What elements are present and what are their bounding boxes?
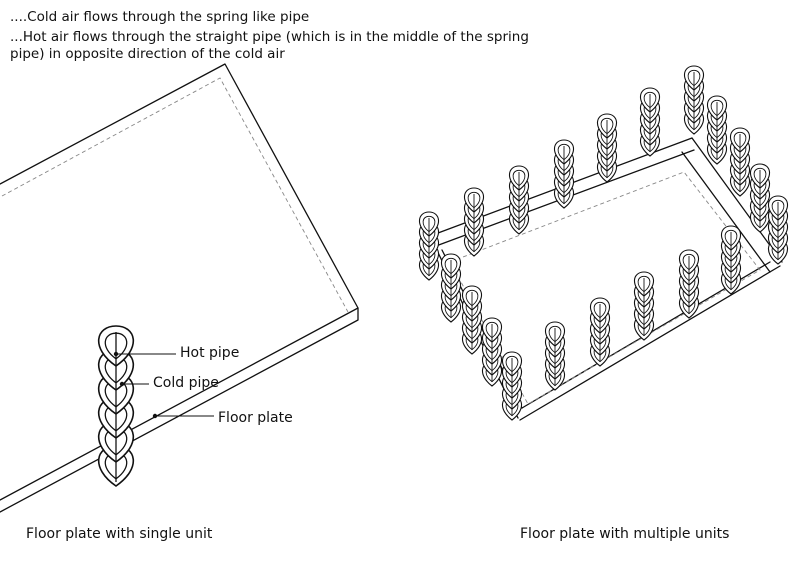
spring-pipe [729,127,751,197]
spring-pipe [461,285,483,355]
spring-pipe [544,321,566,391]
floor-plate-single [0,63,359,513]
note-cold-air: ....Cold air flows through the spring li… [10,9,310,25]
spring-pipe [678,249,700,319]
spring-pipe [596,113,618,183]
spring-pipe [589,297,611,367]
spring-pipe [463,187,485,257]
spring-pipe [553,139,575,209]
spring-pipe [683,65,705,135]
spring-pipe [633,271,655,341]
spring-pipe [749,163,771,233]
spring-pipe [481,317,503,387]
spring-pipe [706,95,728,165]
spring-pipe [508,165,530,235]
caption-single-unit: Floor plate with single unit [26,526,213,542]
note-hot-air: ...Hot air flows through the straight pi… [10,29,529,45]
label-leaders [113,351,214,419]
spring-pipe [97,325,135,487]
label-floor-plate: Floor plate [218,410,293,426]
label-cold-pipe: Cold pipe [153,375,219,391]
spring-pipe-units [418,65,789,421]
spring-pipe [440,253,462,323]
spring-pipe [639,87,661,157]
spring-pipe [767,195,789,265]
spring-pipe-unit [97,325,135,487]
spring-pipe [501,351,523,421]
spring-pipe [720,225,742,295]
label-hot-pipe: Hot pipe [180,345,240,361]
caption-multiple-units: Floor plate with multiple units [520,526,730,542]
note-hot-air-cont: pipe) in opposite direction of the cold … [10,46,285,62]
spring-pipe [418,211,440,281]
